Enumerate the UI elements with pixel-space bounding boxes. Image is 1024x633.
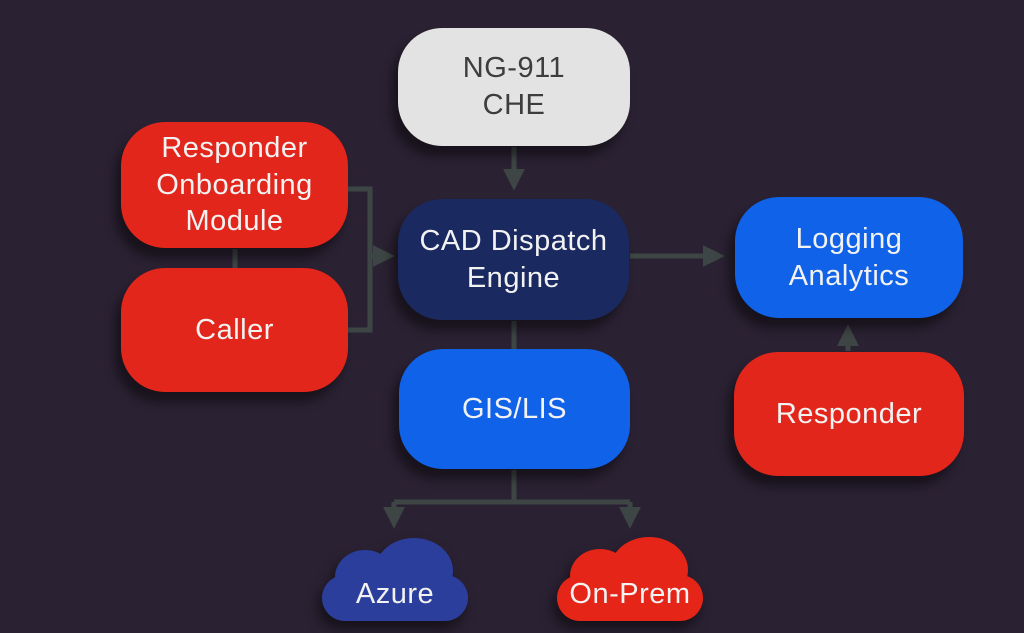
onprem-cloud-icon: [557, 537, 703, 621]
node-cad-dispatch-engine-label: CAD Dispatch Engine: [419, 224, 608, 294]
node-onprem-label: On-Prem: [569, 578, 691, 610]
node-azure-cloud: Azure: [320, 533, 470, 623]
node-ng911-che-label: NG-911 CHE: [462, 52, 566, 121]
node-responder-onboarding-module: Responder Onboarding Module: [121, 122, 348, 248]
node-gis-lis-label: GIS/LIS: [461, 392, 568, 425]
node-responder: Responder: [734, 352, 964, 476]
node-gis-lis: GIS/LIS: [399, 349, 630, 469]
azure-cloud-icon: [322, 538, 468, 621]
node-onprem-cloud: On-Prem: [555, 531, 705, 623]
node-cad-dispatch-engine: CAD Dispatch Engine: [398, 199, 629, 320]
connector-rom-caller-junction: [348, 186, 373, 333]
node-caller-label: Caller: [195, 313, 274, 346]
node-logging-analytics-label: Logging Analytics: [788, 222, 910, 292]
node-ng911-che: NG-911 CHE: [398, 28, 630, 146]
node-responder-onboarding-module-label: Responder Onboarding Module: [156, 132, 313, 238]
node-caller: Caller: [121, 268, 348, 392]
node-azure-label: Azure: [355, 578, 435, 610]
node-logging-analytics: Logging Analytics: [735, 197, 963, 318]
node-responder-label: Responder: [775, 397, 923, 430]
